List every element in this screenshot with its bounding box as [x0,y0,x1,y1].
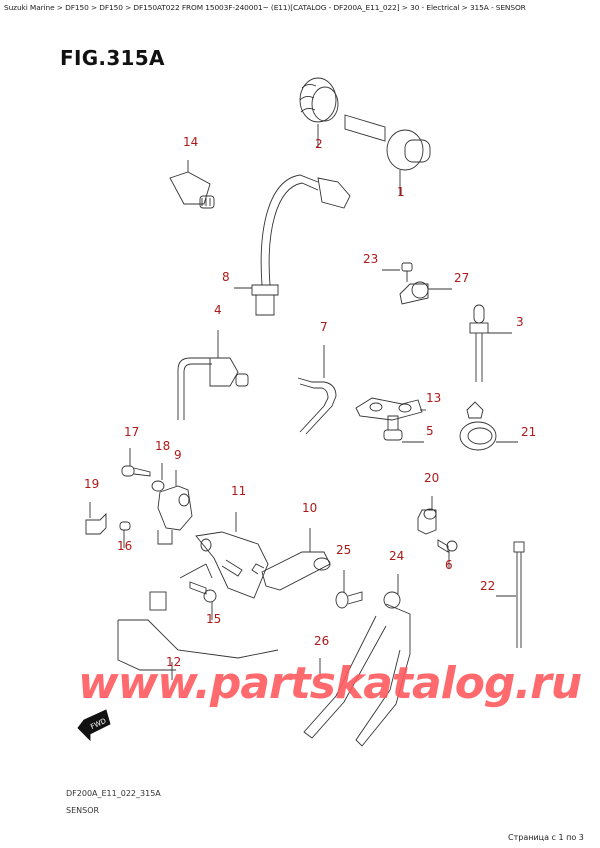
figure-code: DF200A_E11_022_315A [66,789,161,798]
callout-part-9[interactable]: 9 [174,448,182,462]
callout-part-18[interactable]: 18 [155,439,171,453]
callout-part-12[interactable]: 12 [166,655,182,669]
callout-part-15[interactable]: 15 [206,612,222,626]
callout-part-10[interactable]: 10 [302,501,318,515]
callout-part-24[interactable]: 24 [389,549,405,563]
figure-name: SENSOR [66,806,100,815]
bolt-part-17 [121,448,151,477]
grommet-part-2 [299,77,339,148]
callout-part-1[interactable]: 1 [397,185,405,199]
harness-part-12 [117,591,279,680]
plate-part-13 [355,397,426,421]
throttle-sensor-part-9 [157,470,193,545]
pipe-part-7 [297,345,337,435]
clip-part-21 [459,401,518,451]
sensor-part-1 [344,114,431,196]
bracket-part-24 [355,574,411,747]
bolt-part-5 [383,415,424,443]
fwd-arrow-icon: FWD [77,709,111,742]
clamp-part-19 [85,502,107,535]
cable-sensor-part-8 [234,174,351,316]
callout-part-16[interactable]: 16 [117,539,133,553]
watermark: www.partskatalog.ru [78,658,582,709]
callout-part-27[interactable]: 27 [454,271,470,285]
lever-part-10 [251,528,331,591]
callout-part-13[interactable]: 13 [426,391,442,405]
callout-part-14[interactable]: 14 [183,135,199,149]
sensor-part-4 [177,330,249,420]
callout-part-8[interactable]: 8 [222,270,230,284]
bracket-part-26 [303,615,387,739]
callout-part-6[interactable]: 6 [445,558,453,572]
bolt-part-16 [119,521,131,548]
callout-part-11[interactable]: 11 [231,484,247,498]
callout-part-22[interactable]: 22 [480,579,496,593]
bolt-part-6 [437,539,458,568]
callout-part-25[interactable]: 25 [336,543,352,557]
callout-part-23[interactable]: 23 [363,252,379,266]
bolt-part-15 [189,581,217,620]
bracket-part-11 [179,512,269,599]
callout-part-4[interactable]: 4 [214,303,222,317]
callout-part-20[interactable]: 20 [424,471,440,485]
callout-part-3[interactable]: 3 [516,315,524,329]
clamp-part-27 [382,262,452,305]
breadcrumb: Suzuki Marine > DF150 > DF150 > DF150AT0… [4,3,526,12]
callout-part-21[interactable]: 21 [521,425,537,439]
callout-part-5[interactable]: 5 [426,424,434,438]
callout-part-7[interactable]: 7 [320,320,328,334]
clamp-part-20 [417,496,437,535]
callout-part-19[interactable]: 19 [84,477,100,491]
cable-tie-part-22 [496,541,525,648]
pressure-switch-part-14 [169,160,215,209]
callout-part-26[interactable]: 26 [314,634,330,648]
probe-part-3 [469,304,512,382]
washer-part-18 [151,463,165,492]
bolt-part-25 [335,570,363,609]
pagination: Страница с 1 по 3 [508,833,584,842]
callout-part-2[interactable]: 2 [315,137,323,151]
callout-part-17[interactable]: 17 [124,425,140,439]
figure-title: FIG.315A [60,46,165,70]
